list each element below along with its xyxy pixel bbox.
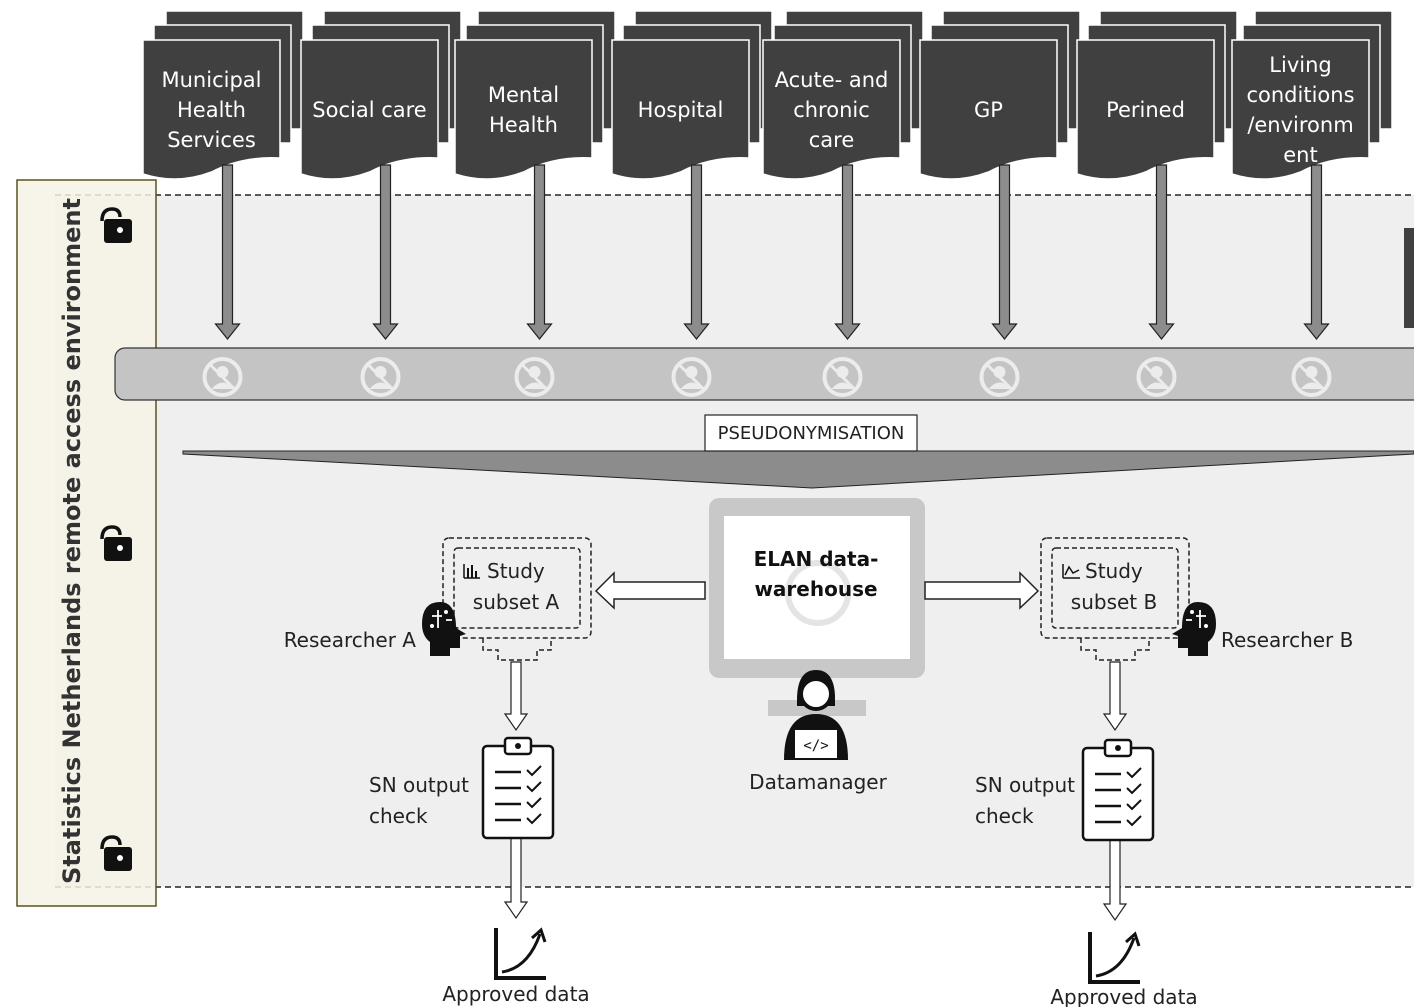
researcher-b-label: Researcher B [1221, 628, 1353, 652]
source-label-line: Mental [488, 83, 559, 107]
clipboard-icon [1081, 738, 1155, 842]
source-label-line: /environm [1247, 113, 1353, 137]
source-document-7: Perined [1076, 10, 1238, 180]
source-document-5: Acute- and chronic care [762, 10, 924, 180]
source-label-line: Acute- and [775, 68, 889, 92]
anonymous-person-icon [202, 357, 243, 397]
source-arrow [526, 164, 553, 340]
pseudonymisation-label: PSEUDONYMISATION [718, 423, 905, 444]
source-label-line: Municipal [162, 68, 262, 92]
source-label-line: conditions [1246, 83, 1354, 107]
anonymous-person-icon [822, 357, 863, 397]
source-document-6: GP [919, 10, 1081, 180]
svg-text:</>: </> [803, 738, 828, 754]
anonymous-person-icon [360, 357, 401, 397]
output-check-b-line1: SN output [975, 773, 1075, 797]
output-check-a-line1: SN output [369, 773, 469, 797]
data-source-edge [1404, 228, 1414, 328]
source-label-line: ent [1283, 143, 1317, 167]
pseudonymisation-label-box [704, 414, 918, 452]
source-document-4: Hospital [611, 10, 773, 180]
subset-a-line2: subset A [473, 590, 560, 614]
researcher-b-icon [1172, 602, 1216, 656]
approved-chart-icon [494, 927, 547, 980]
source-label-line: Health [177, 98, 246, 122]
source-label-line: Services [167, 128, 256, 152]
source-label-line: care [809, 128, 855, 152]
approved-data-a: Approved data [442, 982, 589, 1006]
anonymous-person-icon [671, 357, 712, 397]
clipboard-icon [481, 736, 555, 840]
anonymous-person-icon [1136, 357, 1177, 397]
warehouse-monitor: ELAN data- warehouse [709, 498, 925, 716]
environment-label: Statistics Netherlands remote access env… [58, 198, 86, 884]
source-arrow [214, 164, 241, 340]
output-check-a-line2: check [369, 804, 428, 828]
arrow-to-subset-b [924, 571, 1040, 610]
anonymous-person-icon [514, 357, 555, 397]
subset-b-line1: Study [1085, 559, 1143, 583]
output-check-b-line2: check [975, 804, 1034, 828]
source-document-8: Living conditions/environm ent [1231, 10, 1393, 180]
funnel-arrow [182, 450, 1414, 489]
source-document-2: Social care [300, 10, 462, 180]
source-arrow [1303, 164, 1330, 340]
bar-chart-icon [463, 564, 480, 579]
subset-a-line1: Study [487, 559, 545, 583]
source-label-line: Perined [1106, 98, 1185, 122]
datamanager-icon: </> [784, 670, 848, 760]
source-arrow [1148, 164, 1175, 340]
source-label-line: Social care [312, 98, 426, 122]
source-label-line: Hospital [638, 98, 724, 122]
flow-a [503, 661, 529, 920]
flow-b [1102, 661, 1128, 922]
anonymous-person-icon [979, 357, 1020, 397]
subset-b-line2: subset B [1071, 590, 1157, 614]
lock-icon [100, 835, 132, 871]
lock-icon [100, 525, 132, 561]
warehouse-label-line1: ELAN data- [754, 547, 879, 571]
source-label-line: chronic [793, 98, 870, 122]
datamanager-label: Datamanager [749, 770, 887, 794]
study-subset-b: Study subset B [1040, 537, 1190, 661]
source-arrow [991, 164, 1018, 340]
anonymous-person-icon [1291, 357, 1332, 397]
approved-chart-icon [1088, 931, 1141, 984]
pseudonymisation-band [114, 347, 1414, 401]
source-arrow [683, 164, 710, 340]
environment-panel [16, 179, 157, 907]
arrow-to-subset-a [594, 571, 706, 610]
warehouse-label-line2: warehouse [754, 577, 877, 601]
source-arrow [372, 164, 399, 340]
study-subset-a: Study subset A [442, 537, 592, 661]
source-label-line: Living [1269, 53, 1331, 77]
source-arrow [834, 164, 861, 340]
lock-icon [100, 207, 132, 243]
source-label-line: Health [489, 113, 558, 137]
approved-data-b: Approved data [1050, 985, 1197, 1007]
researcher-a-icon [422, 602, 466, 656]
source-label-line: GP [974, 98, 1003, 122]
line-chart-icon [1062, 564, 1080, 579]
researcher-a-label: Researcher A [284, 628, 417, 652]
band-icons [202, 357, 1332, 397]
